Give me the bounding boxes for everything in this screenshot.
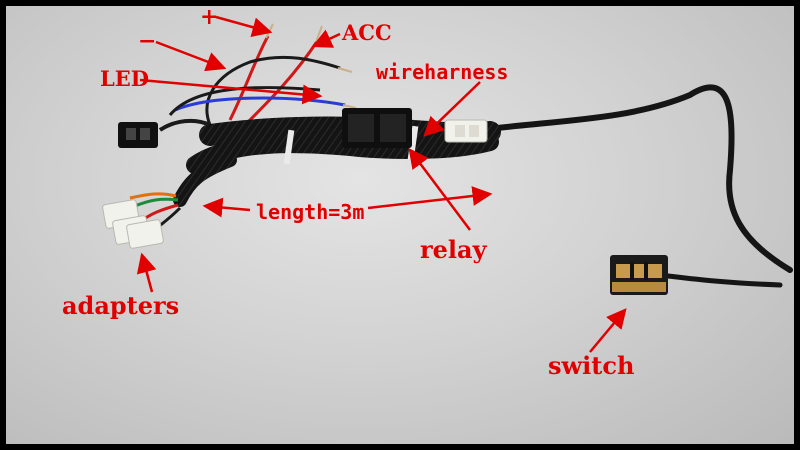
wireharness-label: wireharness: [376, 60, 509, 84]
led-connector: [118, 122, 158, 148]
length-label: length=3m: [256, 200, 365, 224]
led-label: LED: [100, 66, 149, 91]
cable-tie: [283, 129, 295, 165]
red-acc-wire: [243, 39, 320, 127]
switch-cable: [477, 84, 793, 273]
harness-connector: [444, 119, 488, 143]
red-positive-wire: [228, 35, 270, 121]
negative-label: −: [138, 28, 157, 54]
switch-lead-wire: [657, 272, 783, 288]
black-jumper-wire: [158, 118, 211, 132]
switch-unit: [610, 255, 668, 295]
black-led-wire: [168, 86, 321, 116]
switch-label: switch: [548, 351, 635, 380]
relay-label: relay: [420, 235, 487, 264]
adapter-connector: [126, 219, 164, 249]
annotation-arrows: [136, 15, 627, 353]
acc-label: ACC: [342, 20, 392, 45]
relay: [342, 108, 412, 148]
blue-led-wire: [174, 96, 346, 112]
positive-label: +: [200, 4, 219, 30]
braided-harness-tail: [173, 153, 237, 207]
adapters-label: adapters: [62, 291, 180, 320]
